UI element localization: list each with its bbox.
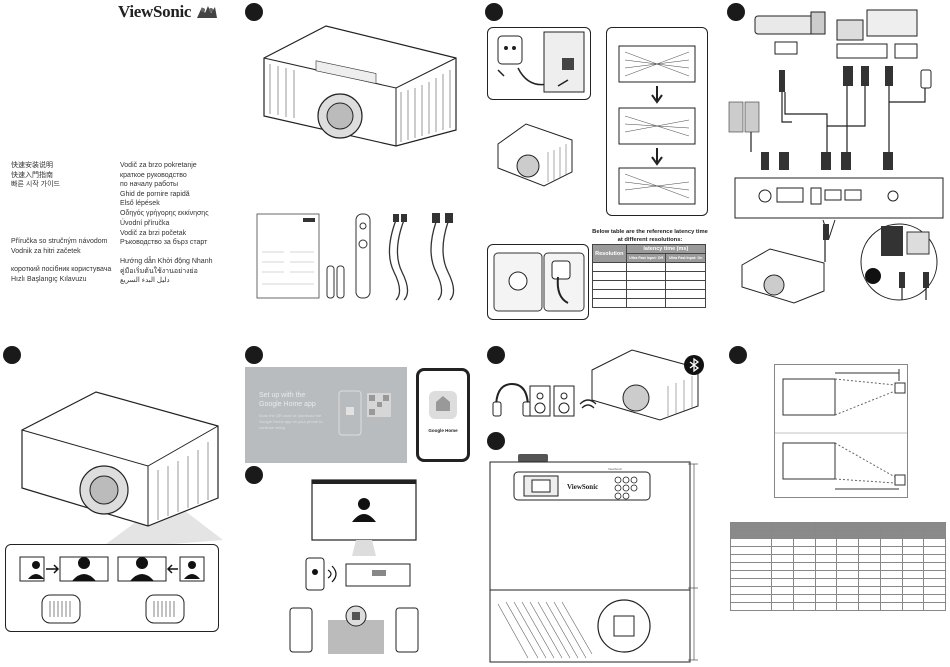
table-row (730, 602, 946, 611)
google-home-setup-screen: Set up with the Google Home app Scan the… (245, 367, 407, 463)
keystone-adjust-box (5, 544, 219, 632)
step-4-marker (3, 346, 21, 364)
table-row (592, 271, 706, 281)
table-row (730, 562, 946, 571)
power-button-box (487, 244, 589, 320)
table-row (730, 570, 946, 579)
throw-distance-table (730, 522, 946, 611)
power-connection-box (487, 27, 591, 100)
step-7-marker (487, 346, 505, 364)
panel-brand: ViewSonic (567, 483, 599, 491)
step-3-marker (727, 3, 745, 21)
bluetooth-audio-devices (492, 382, 597, 417)
table-row (730, 546, 946, 555)
table-row (730, 538, 946, 547)
lens-cover-steps (606, 27, 708, 216)
table-row (592, 262, 706, 272)
app-label: Google Home (428, 428, 458, 433)
setup-title: Set up with the Google Home app (259, 392, 316, 408)
birds-logo-icon (197, 6, 217, 18)
step-5-marker (245, 346, 263, 364)
setup-body: Scan the QR code or download the Google … (259, 413, 323, 430)
control-panel-front-view (489, 454, 698, 663)
projector-large-illustration (21, 391, 223, 550)
table-row (730, 594, 946, 603)
projector-connected-illustration (741, 248, 825, 304)
throw-distance-diagrams (774, 364, 908, 498)
table-row (730, 586, 946, 595)
connection-diagram (728, 9, 944, 301)
bluetooth-icon (684, 355, 704, 375)
projector-illustration (263, 25, 457, 147)
table-row (592, 298, 706, 308)
brand-logo: ViewSonic (118, 2, 192, 21)
phone-google-home: Google Home (416, 368, 470, 462)
step-8-marker (487, 432, 505, 450)
step-2-marker (485, 3, 503, 21)
projector-small-illustration (497, 123, 573, 187)
step-6-marker (245, 466, 263, 484)
table-row (730, 554, 946, 563)
projector-bluetooth-illustration (591, 349, 699, 421)
step-9-marker (729, 346, 747, 364)
package-contents (256, 213, 455, 301)
latency-note: Below table are the reference latency ti… (592, 229, 708, 243)
table-row (592, 289, 706, 299)
cast-diagram (289, 479, 419, 654)
table-row (592, 280, 706, 290)
step-1-marker (245, 3, 263, 21)
panel-label: ViewSonic (608, 467, 622, 471)
table-row (730, 578, 946, 587)
